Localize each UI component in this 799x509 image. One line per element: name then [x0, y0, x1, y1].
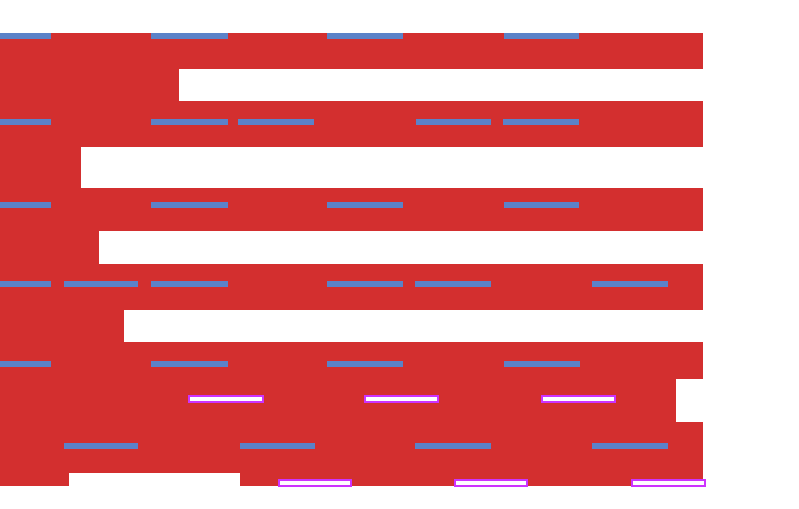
detected-text-span-marker[interactable] [504, 33, 579, 39]
redaction-block [0, 231, 99, 264]
detected-text-span-marker[interactable] [415, 281, 491, 287]
detected-text-span-marker[interactable] [504, 202, 579, 208]
detected-text-span-marker[interactable] [151, 281, 228, 287]
highlighted-text-span-marker[interactable] [278, 479, 352, 487]
detected-text-span-marker[interactable] [504, 361, 580, 367]
detected-text-span-marker[interactable] [327, 202, 403, 208]
detected-text-span-marker[interactable] [416, 119, 491, 125]
detected-text-span-marker[interactable] [0, 33, 51, 39]
detected-text-span-marker[interactable] [64, 281, 138, 287]
detected-text-span-marker[interactable] [592, 443, 668, 449]
redaction-block [0, 310, 124, 342]
redaction-block [0, 101, 703, 147]
detected-text-span-marker[interactable] [64, 443, 138, 449]
detected-text-span-marker[interactable] [327, 361, 403, 367]
detected-text-span-marker[interactable] [592, 281, 668, 287]
redaction-block [0, 473, 69, 486]
detected-text-span-marker[interactable] [0, 361, 51, 367]
redaction-block [0, 188, 703, 231]
detected-text-span-marker[interactable] [503, 119, 579, 125]
detected-text-span-marker[interactable] [415, 443, 491, 449]
detected-text-span-marker[interactable] [0, 281, 51, 287]
redaction-block [0, 147, 81, 188]
detected-text-span-marker[interactable] [240, 443, 315, 449]
detected-text-span-marker[interactable] [0, 119, 51, 125]
redaction-block [0, 69, 179, 101]
detected-text-span-marker[interactable] [151, 202, 228, 208]
redaction-block [0, 342, 703, 379]
detected-text-span-marker[interactable] [327, 33, 403, 39]
detected-text-span-marker[interactable] [151, 119, 228, 125]
detected-text-span-marker[interactable] [151, 361, 228, 367]
highlighted-text-span-marker[interactable] [454, 479, 528, 487]
detected-text-span-marker[interactable] [238, 119, 314, 125]
detected-text-span-marker[interactable] [0, 202, 51, 208]
highlighted-text-span-marker[interactable] [631, 479, 706, 487]
highlighted-text-span-marker[interactable] [364, 395, 439, 403]
detected-text-span-marker[interactable] [327, 281, 403, 287]
highlighted-text-span-marker[interactable] [188, 395, 264, 403]
redaction-block [0, 264, 703, 310]
highlighted-text-span-marker[interactable] [541, 395, 616, 403]
redaction-block [0, 33, 703, 69]
detected-text-span-marker[interactable] [151, 33, 228, 39]
